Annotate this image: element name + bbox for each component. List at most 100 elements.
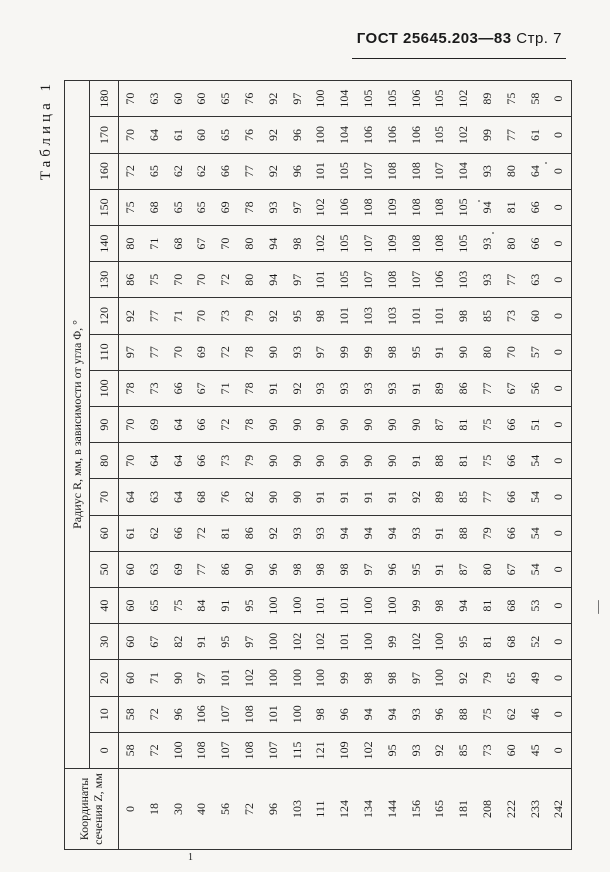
radius-value: 0	[551, 747, 566, 754]
radius-value: 85	[479, 309, 494, 322]
radius-value: 93	[479, 273, 494, 286]
radius-value: 67	[503, 382, 518, 395]
radius-value: 75	[123, 201, 137, 214]
radius-value: 93	[479, 237, 494, 250]
radius-value: 96	[289, 165, 304, 178]
radius-value: 100	[265, 632, 280, 651]
radius-value: 62	[170, 165, 185, 178]
radius-value: 94	[337, 527, 352, 540]
radius-value: 71	[146, 237, 161, 250]
radius-value: 99	[360, 346, 375, 359]
radius-value: 76	[241, 128, 256, 141]
radius-value: 0	[551, 385, 566, 392]
radius-value: 49	[527, 672, 542, 684]
radius-value: 69	[146, 418, 161, 431]
radius-value: 76	[218, 490, 233, 503]
radius-value: 90	[384, 454, 399, 467]
radius-value: 100	[313, 125, 328, 144]
radius-value: 95	[456, 635, 471, 648]
z-header: Координаты сечения Z, мм	[64, 768, 119, 850]
radius-value: 70	[123, 128, 137, 141]
radius-value: 98	[337, 563, 352, 576]
z-value: 0	[123, 806, 137, 812]
radius-value: 79	[241, 309, 256, 322]
radius-value: 105	[432, 125, 447, 144]
angle-header: 20	[89, 659, 119, 697]
radius-value: 90	[265, 454, 280, 467]
radius-value: 65	[218, 128, 233, 141]
radius-value: 60	[194, 92, 209, 105]
radius-value: 66	[503, 490, 518, 503]
radius-value: 0	[551, 711, 566, 718]
radius-value: 97	[194, 672, 209, 684]
radius-value: 81	[456, 418, 471, 431]
radius-value: 77	[194, 563, 209, 576]
radius-value: 102	[360, 741, 375, 760]
radius-value: 86	[218, 563, 233, 576]
radius-value: 46	[527, 708, 542, 721]
radius-value: 66	[194, 454, 209, 467]
radius-value: 91	[360, 490, 375, 503]
radius-value: 0	[551, 349, 566, 356]
radius-value: 0	[551, 493, 566, 500]
radius-value: 98	[313, 708, 328, 721]
radius-value: 91	[432, 346, 447, 359]
radius-value: 92	[265, 92, 280, 105]
radius-value: 100	[289, 596, 304, 615]
radius-value: 90	[360, 418, 375, 431]
radius-value: 102	[313, 198, 328, 217]
header-rule	[352, 58, 566, 59]
radius-value: 60	[503, 744, 518, 757]
radius-value: 91	[337, 490, 352, 503]
radius-value: 90	[313, 454, 328, 467]
radius-value: 68	[170, 237, 185, 250]
radius-value: 66	[503, 527, 518, 540]
radius-value: 91	[432, 563, 447, 576]
radius-value: 93	[408, 744, 423, 757]
radius-value: 68	[503, 635, 518, 648]
radius-value: 95	[384, 744, 399, 757]
radius-value: 63	[146, 92, 161, 105]
angle-header: 30	[89, 623, 119, 660]
radius-value: 95	[289, 309, 304, 322]
radius-value: 99	[408, 599, 423, 612]
radius-value: 72	[146, 744, 161, 757]
radius-value: 102	[241, 669, 256, 687]
radius-value: 64	[123, 490, 137, 503]
radius-value: 90	[456, 346, 471, 359]
radius-value: 107	[218, 705, 233, 724]
radius-value: 95	[218, 635, 233, 648]
radius-value: 60	[123, 599, 137, 612]
radius-value: 107	[432, 162, 447, 181]
radius-value: 97	[313, 346, 328, 359]
radius-value: 54	[527, 563, 542, 576]
radius-value: 103	[456, 270, 471, 289]
radius-value: 77	[241, 165, 256, 178]
angle-header: 40	[89, 587, 119, 624]
radius-value: 66	[527, 201, 542, 214]
radius-value: 54	[527, 490, 542, 503]
radius-value: 71	[218, 382, 233, 395]
radius-value: 100	[432, 632, 447, 651]
z-value: 144	[384, 800, 399, 818]
radius-value: 104	[456, 162, 471, 181]
radius-value: 88	[432, 454, 447, 467]
radius-value: 80	[241, 237, 256, 250]
radius-value: 97	[123, 346, 137, 359]
radius-value: 65	[218, 92, 233, 105]
radius-value: 90	[337, 454, 352, 467]
radius-value: 64	[170, 454, 185, 467]
radius-value: 94	[265, 237, 280, 250]
angle-header: 140	[89, 225, 119, 262]
radius-value: 61	[527, 128, 542, 141]
radius-value: 97	[360, 563, 375, 576]
radius-value: 102	[456, 89, 471, 108]
radius-value: 82	[170, 635, 185, 648]
radius-value: 73	[218, 454, 233, 467]
radius-value: 99	[479, 128, 494, 141]
radius-value: 95	[241, 599, 256, 612]
